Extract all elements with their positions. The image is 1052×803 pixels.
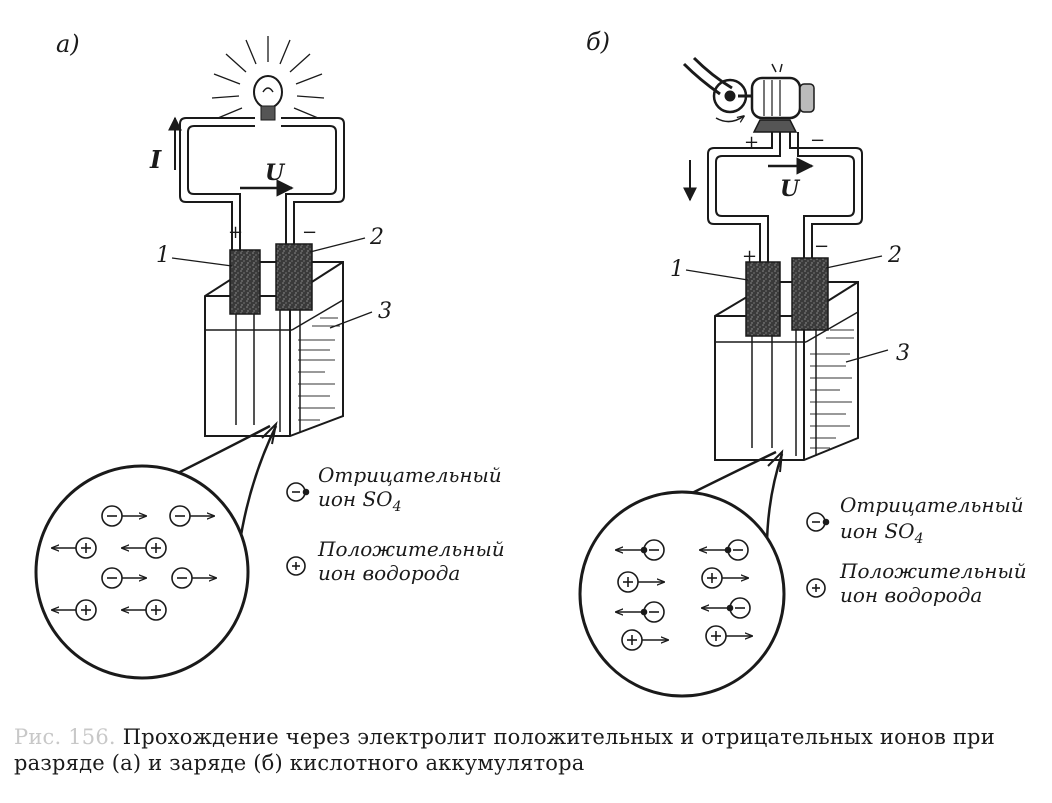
plus-terminal-a: +: [228, 222, 243, 243]
positive-ions-a: [52, 537, 167, 621]
figure-caption-text: Прохождение через электролит положительн…: [14, 725, 995, 775]
external-circuit-wire: [179, 117, 345, 255]
legend-positive-line2-a: ион водорода: [318, 561, 460, 585]
negative-ion-legend-icon: [286, 482, 310, 502]
positive-ions-b: [617, 567, 752, 651]
legend-negative-ion-name-a: ион SO: [318, 487, 393, 511]
negative-ions-a: [101, 505, 216, 589]
legend-positive-line1-a: Положительный: [317, 537, 505, 561]
callout-1-b: 1: [670, 257, 684, 282]
figure-number: Рис. 156.: [14, 725, 116, 749]
negative-ion-legend-icon-b: [806, 512, 830, 532]
voltage-label-a: U: [265, 160, 286, 186]
positive-plate-a: [229, 249, 261, 315]
negative-plate-a: [275, 243, 313, 311]
positive-ion-legend-icon: [286, 556, 306, 576]
negative-ions-b: [616, 539, 751, 623]
panel-a: а) I U + −: [34, 30, 505, 680]
legend-b: Отрицательный ион SO4 Положительный ион …: [806, 493, 1027, 607]
voltage-label-b: U: [780, 176, 801, 202]
lamp-icon: [211, 36, 325, 121]
callout-3-a: 3: [378, 299, 392, 324]
callout-2-a: 2: [369, 225, 384, 250]
current-label: I: [149, 145, 162, 174]
callout-3-b: 3: [896, 341, 910, 366]
legend-a: Отрицательный ион SO4 Положительный ион …: [286, 463, 505, 585]
magnified-electrolyte-b: [578, 490, 786, 698]
generator-icon: [682, 56, 815, 133]
external-circuit-wire-b: [707, 132, 863, 265]
panel-a-label: а): [56, 30, 80, 58]
legend-positive-line1-b: Положительный: [839, 559, 1027, 583]
legend-negative-subscript-a: 4: [392, 499, 402, 515]
figure-caption: Рис. 156. Прохождение через электролит п…: [14, 724, 1044, 776]
negative-plate-b: [791, 257, 829, 331]
legend-negative-subscript-b: 4: [914, 531, 924, 547]
legend-positive-line2-b: ион водорода: [840, 583, 982, 607]
gen-plus-b: +: [744, 132, 759, 153]
minus-terminal-b: −: [814, 236, 829, 257]
panel-b: б) + − U + −: [578, 28, 1027, 698]
battery-jar-b: [714, 281, 859, 461]
legend-negative-line1-b: Отрицательный: [840, 493, 1024, 517]
legend-negative-ion-name-b: ион SO: [840, 519, 915, 543]
minus-terminal-a: −: [302, 222, 317, 243]
panel-b-label: б): [586, 28, 610, 56]
positive-ion-legend-icon-b: [806, 578, 826, 598]
magnified-electrolyte-a: [34, 464, 250, 680]
legend-negative-line1-a: Отрицательный: [318, 463, 502, 487]
battery-jar-a: [204, 261, 344, 437]
legend-negative-line2-b: ион SO4: [840, 519, 923, 547]
gen-minus-b: −: [810, 130, 825, 151]
legend-negative-line2-a: ион SO4: [318, 487, 401, 515]
callout-1-a: 1: [156, 243, 170, 268]
callout-2-b: 2: [887, 243, 902, 268]
positive-plate-b: [745, 261, 781, 337]
